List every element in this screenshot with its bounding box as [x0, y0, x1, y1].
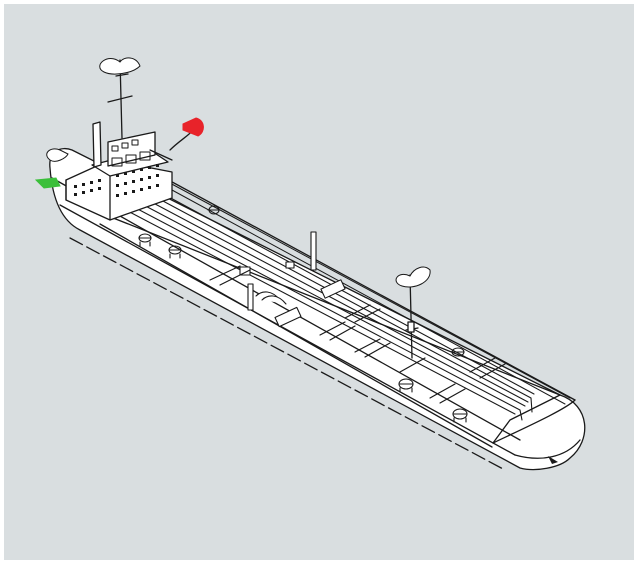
mooring-winches: [138, 205, 468, 423]
deck-stanchions: [209, 265, 506, 404]
stern-light-white: [46, 148, 69, 162]
cargo-pipelines: [123, 188, 535, 421]
masthead-light-white: [99, 57, 141, 75]
ship-hull: [49, 147, 586, 471]
navigation-lights: [34, 57, 431, 288]
portholes: [74, 164, 159, 197]
bridge-windows: [111, 139, 151, 167]
bow-anchor: [548, 456, 558, 464]
forward-mast: [405, 274, 419, 359]
deck-fittings: [239, 231, 346, 328]
port-sidelight-red: [182, 117, 204, 137]
deck-rails: [167, 181, 571, 405]
forward-masthead-light-white: [395, 266, 431, 288]
starboard-sidelight-green: [34, 177, 61, 189]
